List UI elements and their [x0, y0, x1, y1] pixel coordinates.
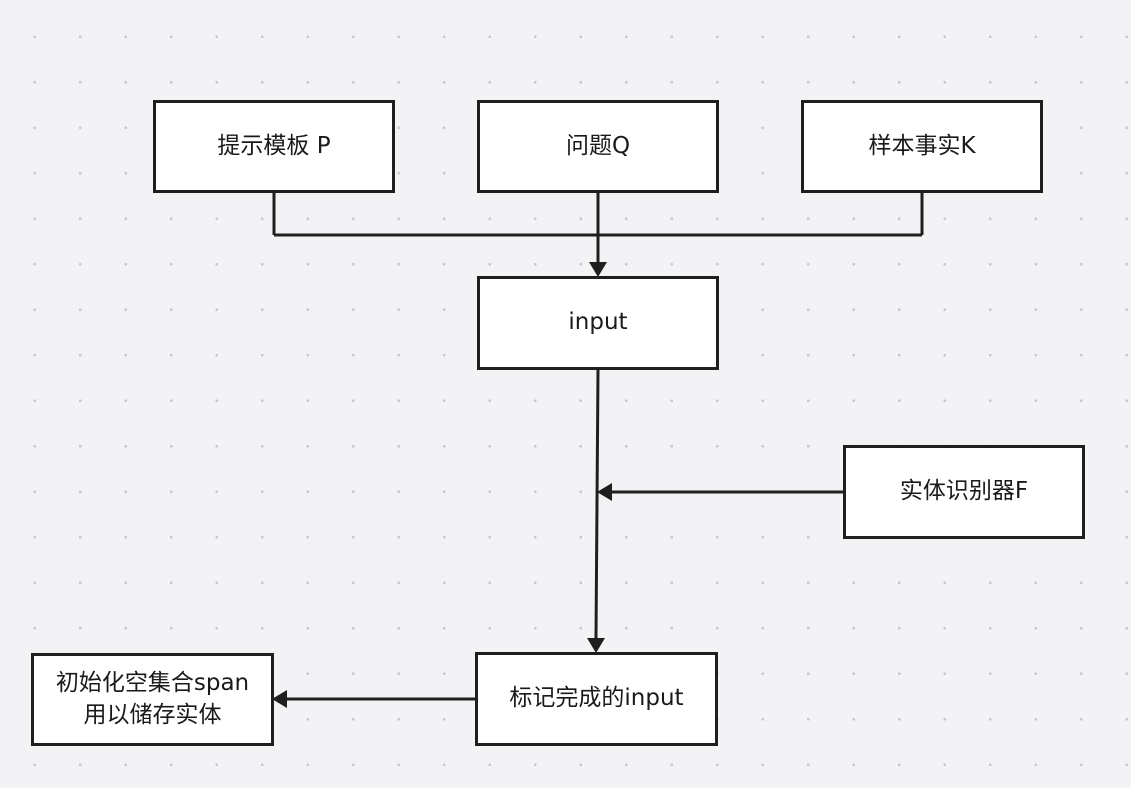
node-input[interactable]: input	[477, 276, 719, 370]
node-sample-fact[interactable]: 样本事实K	[801, 100, 1043, 193]
node-entity-recognizer[interactable]: 实体识别器F	[843, 445, 1085, 539]
node-entity-recognizer-label: 实体识别器F	[899, 478, 1029, 505]
node-question[interactable]: 问题Q	[477, 100, 719, 193]
node-prompt-template[interactable]: 提示模板 P	[153, 100, 395, 193]
node-question-label: 问题Q	[565, 132, 631, 159]
arrowhead-into-labeled	[587, 638, 605, 653]
node-labeled-input-label: 标记完成的input	[509, 685, 684, 712]
node-input-label: input	[568, 309, 628, 336]
node-sample-fact-label: 样本事实K	[868, 132, 976, 159]
node-labeled-input[interactable]: 标记完成的input	[475, 652, 718, 746]
node-prompt-template-label: 提示模板 P	[217, 132, 331, 159]
arrowhead-into-span	[272, 690, 287, 708]
arrowhead-recognizer	[597, 483, 612, 501]
node-init-span-line1: 初始化空集合span	[55, 670, 250, 697]
node-init-span[interactable]: 初始化空集合span 用以储存实体	[31, 653, 274, 746]
node-init-span-line2: 用以储存实体	[83, 701, 222, 728]
arrowhead-into-input	[589, 262, 607, 277]
edge-input-to-labeled	[594, 369, 600, 639]
